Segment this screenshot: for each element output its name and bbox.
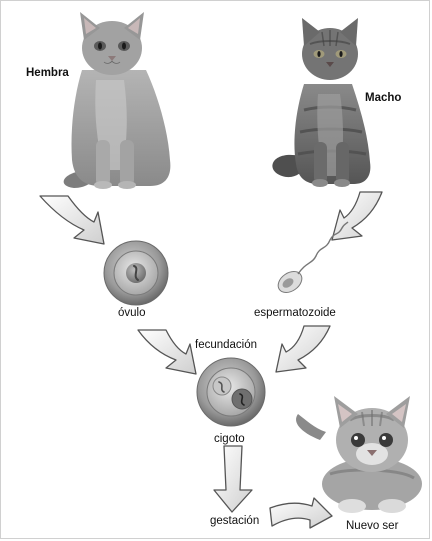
ovum-label: óvulo — [118, 308, 146, 320]
ovum-cell — [104, 241, 168, 305]
arrow-male-to-sperm — [332, 192, 382, 240]
zygote-cell — [197, 358, 265, 426]
kitten-image — [296, 396, 422, 513]
male-cat-image — [272, 18, 370, 187]
arrow-zygote-to-gestation — [214, 446, 252, 512]
arrow-gestation-to-offspring — [270, 498, 332, 528]
female-cat-image — [64, 12, 171, 189]
zygote-label: cigoto — [214, 434, 245, 446]
fertilization-label: fecundación — [195, 340, 257, 352]
sperm-cell — [274, 222, 348, 297]
arrow-ovum-to-fertilization — [138, 330, 196, 374]
sperm-label: espermatozoide — [254, 308, 336, 320]
arrow-sperm-to-fertilization — [276, 326, 330, 372]
offspring-label: Nuevo ser — [346, 521, 398, 533]
arrow-female-to-ovum — [40, 196, 104, 244]
female-label: Hembra — [26, 68, 69, 80]
gestation-label: gestación — [210, 516, 259, 528]
male-label: Macho — [365, 93, 401, 105]
